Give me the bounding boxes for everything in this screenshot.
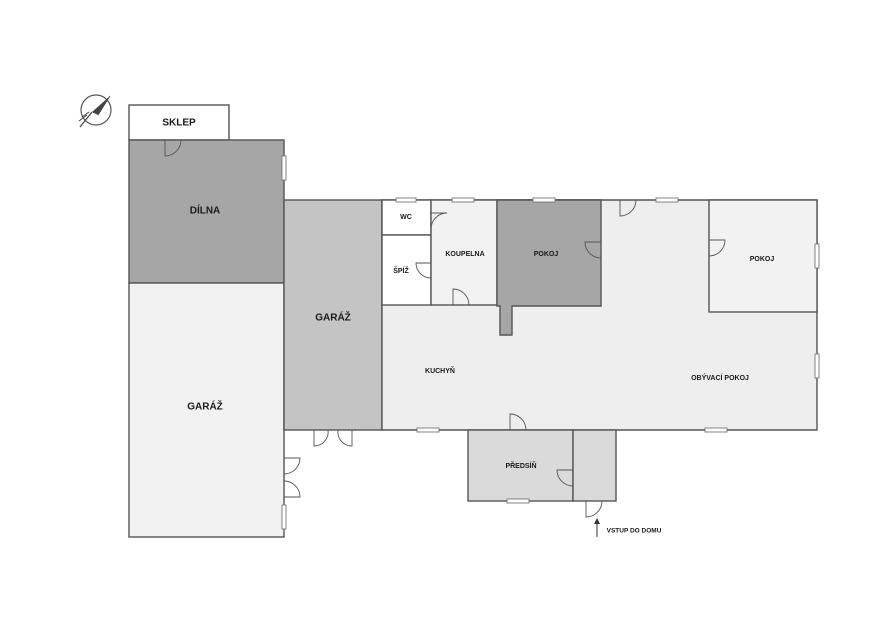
label-sklep: SKLEP <box>162 118 196 129</box>
room-spiz <box>381 234 432 306</box>
room-koupelna <box>430 199 498 306</box>
label-pokoj-right: POKOJ <box>750 256 775 263</box>
doors <box>164 139 726 518</box>
label-predsin: PŘEDSÍŇ <box>505 461 536 470</box>
label-pokoj-middle: POKOJ <box>534 251 559 258</box>
up-arrow-icon <box>594 518 600 537</box>
label-wc: WC <box>400 214 412 221</box>
label-spiz: ŠPÍŽ <box>393 266 409 275</box>
room-garaz-left <box>128 282 285 538</box>
room-pokoj-right <box>708 199 818 313</box>
label-garaz-left: GARÁŽ <box>187 400 223 413</box>
label-dilna: DÍLNA <box>190 204 221 217</box>
room-sklep <box>128 104 230 141</box>
room-predsin <box>467 429 574 502</box>
room-pokoj-middle <box>496 199 602 336</box>
label-garaz-middle: GARÁŽ <box>315 311 351 324</box>
room-dilna <box>128 139 285 284</box>
room-zadveri <box>572 429 617 502</box>
label-vstup-do-domu: VSTUP DO DOMU <box>607 528 662 535</box>
label-obyvaci-pokoj: OBÝVACÍ POKOJ <box>691 373 749 382</box>
label-koupelna: KOUPELNA <box>445 251 484 258</box>
label-kuchyn: KUCHYŇ <box>425 366 455 375</box>
room-wc <box>381 199 432 236</box>
compass-icon <box>78 94 112 128</box>
windows <box>281 155 820 530</box>
